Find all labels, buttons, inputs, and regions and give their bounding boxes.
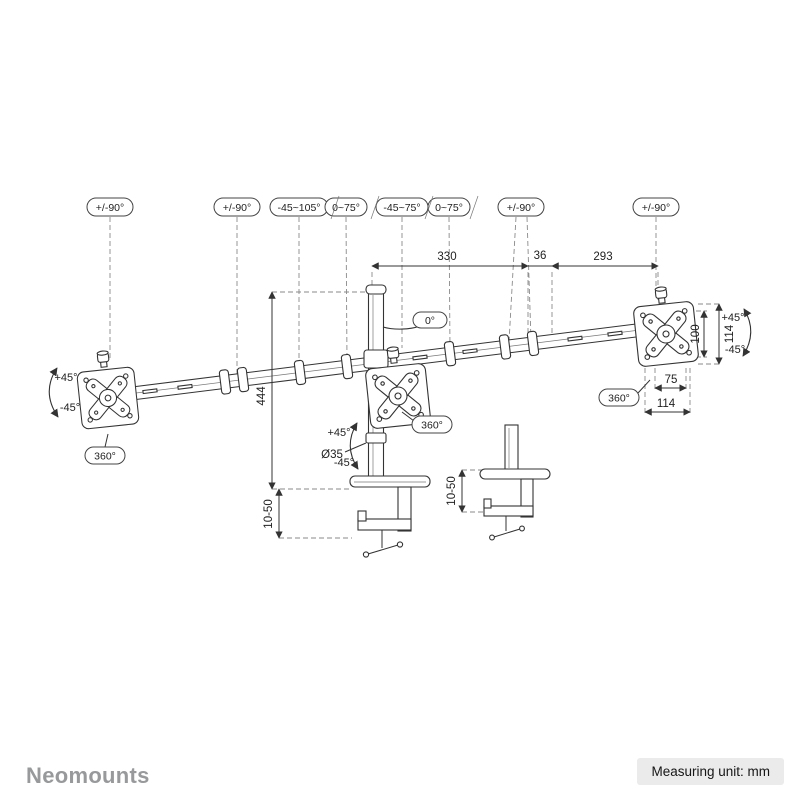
vesa-dimensions: 100 114 75 114 xyxy=(644,303,736,416)
left-tilt-indicator: +45° -45° xyxy=(48,367,80,418)
left-swivel-label: 360° xyxy=(94,451,116,463)
measuring-unit-badge: Measuring unit: mm xyxy=(637,758,784,785)
right-tilt-indicator: +45° -45° xyxy=(721,308,752,357)
left-tilt-up-label: +45° xyxy=(54,372,77,384)
height-dimensions: 444 10-50 10-50 xyxy=(256,291,466,539)
left-monitor-mount xyxy=(76,349,140,430)
pill-arm1-label: -45~105° xyxy=(277,202,320,214)
center-tilt-down-label: -45° xyxy=(334,457,354,469)
pill-left-inner xyxy=(213,197,261,217)
dimension-293: 293 xyxy=(593,251,612,263)
right-swivel-label: 360° xyxy=(608,393,630,405)
center-swivel-label: 360° xyxy=(421,420,443,432)
pill-right-inner-label: +/-90° xyxy=(507,202,535,214)
leader-lines xyxy=(109,216,657,376)
rotation-labels: +/-90° +/-90° -45~105° 0~75° -45~75° 0~7… xyxy=(86,195,680,220)
pill-arm2 xyxy=(324,197,368,217)
center-tilt-up-label: +45° xyxy=(327,427,350,439)
pill-arm2-label: 0~75° xyxy=(332,202,360,214)
pill-left-outer-label: +/-90° xyxy=(96,202,124,214)
pill-left-inner-label: +/-90° xyxy=(223,202,251,214)
desk-clamp-detail xyxy=(479,424,551,541)
span-dimensions: 330 36 293 xyxy=(371,250,659,270)
center-tilt-indicator: +45° -45° xyxy=(327,422,359,470)
dimension-330: 330 xyxy=(437,251,456,263)
dimension-36: 36 xyxy=(534,250,547,262)
bar-joints xyxy=(218,330,540,395)
pill-left-outer xyxy=(86,197,134,217)
desk-clamp-center xyxy=(349,475,431,558)
dimension-pole-diameter: Ø35 xyxy=(321,449,343,461)
pill-arm3-label: 0~75° xyxy=(435,202,463,214)
center-swivel-pill xyxy=(411,415,453,434)
brand-logo: Neomounts xyxy=(26,763,150,788)
pill-right-inner xyxy=(497,197,545,217)
dimension-clamp-right: 10-50 xyxy=(446,476,458,505)
pill-arm3 xyxy=(427,197,471,217)
right-tilt-down-label: -45° xyxy=(725,344,745,356)
left-swivel-pill xyxy=(84,446,126,465)
right-tilt-up-label: +45° xyxy=(721,312,744,324)
pole-rotation-indicator: 0° xyxy=(382,311,448,330)
zero-label: 0° xyxy=(425,315,435,327)
dimension-vesa-114-side: 114 xyxy=(724,324,736,343)
dimension-clamp-left: 10-50 xyxy=(263,499,275,528)
dimension-vesa-75: 75 xyxy=(665,374,678,386)
pill-center-label: -45~75° xyxy=(383,202,420,214)
left-tilt-down-label: -45° xyxy=(60,402,80,414)
swivel-labels: 360° 360° 360° xyxy=(84,379,651,465)
zero-pill xyxy=(412,311,448,329)
right-swivel-pill xyxy=(598,388,640,407)
dimension-444: 444 xyxy=(256,386,268,406)
dimension-vesa-100: 100 xyxy=(690,324,702,343)
pill-right-outer-label: +/-90° xyxy=(642,202,670,214)
pill-right-outer xyxy=(632,197,680,217)
dimension-vesa-114-bottom: 114 xyxy=(657,398,676,410)
